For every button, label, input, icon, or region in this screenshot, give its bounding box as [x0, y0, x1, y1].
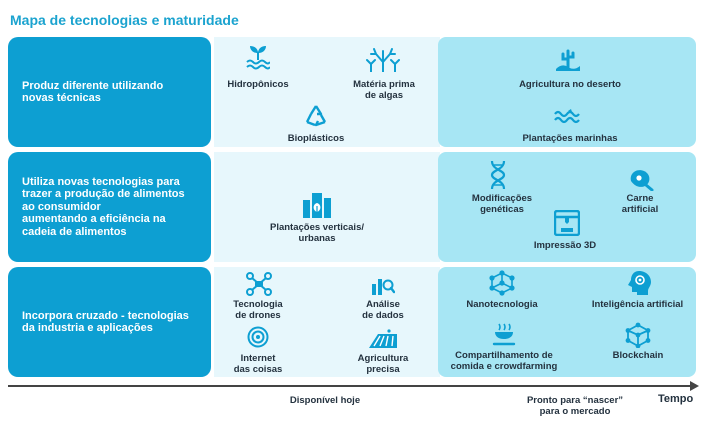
- row-label-text: Utiliza novas tecnologias para trazer a …: [22, 175, 185, 238]
- drone-icon: [246, 272, 272, 296]
- precision-farming-icon: [368, 329, 398, 349]
- row-label-text: Produz diferente utilizando novas técnic…: [22, 79, 164, 105]
- seedling-water-icon: [246, 44, 270, 70]
- axis-label-available-today: Disponível hoje: [289, 395, 361, 406]
- item-nanotecnologia: Nanotecnologia: [466, 299, 538, 310]
- cactus-desert-icon: [555, 47, 581, 71]
- item-marinhas: Plantações marinhas: [522, 133, 618, 144]
- band-future-row2: [438, 152, 696, 262]
- recycle-icon: [304, 104, 328, 128]
- item-agricultura-precisa: Agricultura precisa: [357, 353, 409, 375]
- row-label-new-tech: Utiliza novas tecnologias para trazer a …: [8, 152, 211, 262]
- item-internet: Internet das coisas: [233, 353, 283, 375]
- band-future-row3: [438, 267, 696, 377]
- meat-icon: [627, 167, 655, 191]
- row-label-cross: Incorpora cruzado - tecnologias da indus…: [8, 267, 211, 377]
- item-deserto: Agricultura no deserto: [519, 79, 621, 90]
- item-compartilhamento: Compartilhamento de comida e crowdfarmin…: [450, 350, 558, 372]
- item-verticais: Plantações verticais/ urbanas: [270, 222, 364, 244]
- item-geneticas: Modificações genéticas: [471, 193, 533, 215]
- algae-icon: [366, 48, 400, 72]
- printer-3d-icon: [554, 210, 580, 236]
- item-hidroponicos: Hidropônicos: [227, 79, 289, 90]
- item-ia: Inteligência artificial: [591, 299, 684, 310]
- time-axis-arrow-icon: [690, 381, 699, 391]
- band-available-row1: [214, 37, 440, 147]
- item-impressao: Impressão 3D: [533, 240, 597, 251]
- page-title: Mapa de tecnologias e maturidade: [10, 12, 239, 28]
- vertical-city-icon: [302, 190, 332, 218]
- item-blockchain: Blockchain: [612, 350, 664, 361]
- item-dados: Análise de dados: [362, 299, 404, 321]
- ai-brain-head-icon: [626, 270, 652, 296]
- blockchain-icon: [625, 322, 651, 348]
- item-carne: Carne artificial: [621, 193, 659, 215]
- food-share-icon: [492, 322, 516, 346]
- time-axis-line: [8, 385, 694, 387]
- axis-label-ready-to-launch: Pronto para “nascer” para o mercado: [526, 395, 624, 417]
- item-algas: Matéria prima de algas: [353, 79, 415, 101]
- iot-signal-icon: [247, 326, 269, 348]
- dna-icon: [487, 160, 509, 190]
- axis-label-time: Tempo: [658, 393, 694, 405]
- data-analysis-icon: [371, 274, 395, 296]
- sea-waves-icon: [554, 108, 582, 126]
- row-label-text: Incorpora cruzado - tecnologias da indus…: [22, 309, 189, 335]
- item-bioplasticos: Bioplásticos: [287, 133, 345, 144]
- row-label-techniques: Produz diferente utilizando novas técnic…: [8, 37, 211, 147]
- molecule-icon: [488, 270, 516, 296]
- band-available-row3: [214, 267, 440, 377]
- item-drones: Tecnologia de drones: [233, 299, 283, 321]
